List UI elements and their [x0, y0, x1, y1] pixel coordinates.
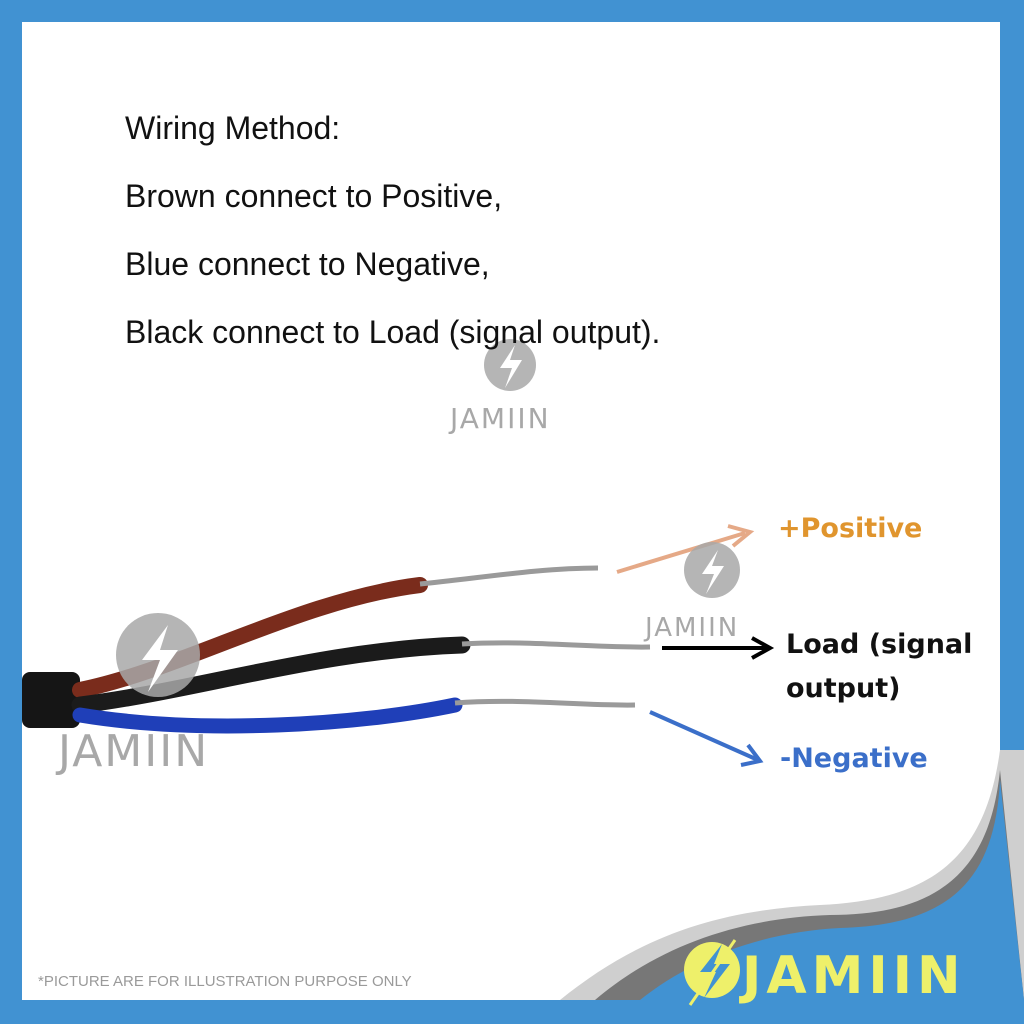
- load-label-line1: Load (signal: [786, 629, 973, 660]
- positive-arrow: [616, 524, 755, 574]
- watermark-text: JAMIIN: [645, 613, 740, 643]
- negative-arrow: [649, 710, 764, 767]
- watermark-text: JAMIIN: [58, 726, 210, 777]
- negative-label: -Negative: [780, 743, 928, 774]
- brand-logo-text: JAMIIN: [742, 946, 966, 1006]
- positive-label: +Positive: [778, 513, 923, 544]
- load-arrow: [662, 636, 775, 660]
- wiring-line-blue: Blue connect to Negative,: [125, 246, 490, 282]
- wiring-line-brown: Brown connect to Positive,: [125, 178, 503, 214]
- wiring-method-heading: Wiring Method:: [125, 110, 341, 146]
- disclaimer-note: *PICTURE ARE FOR ILLUSTRATION PURPOSE ON…: [38, 973, 412, 990]
- wiring-line-black: Black connect to Load (signal output).: [125, 314, 661, 350]
- load-label-line2: output): [786, 673, 901, 704]
- watermark-text: JAMIIN: [450, 402, 551, 435]
